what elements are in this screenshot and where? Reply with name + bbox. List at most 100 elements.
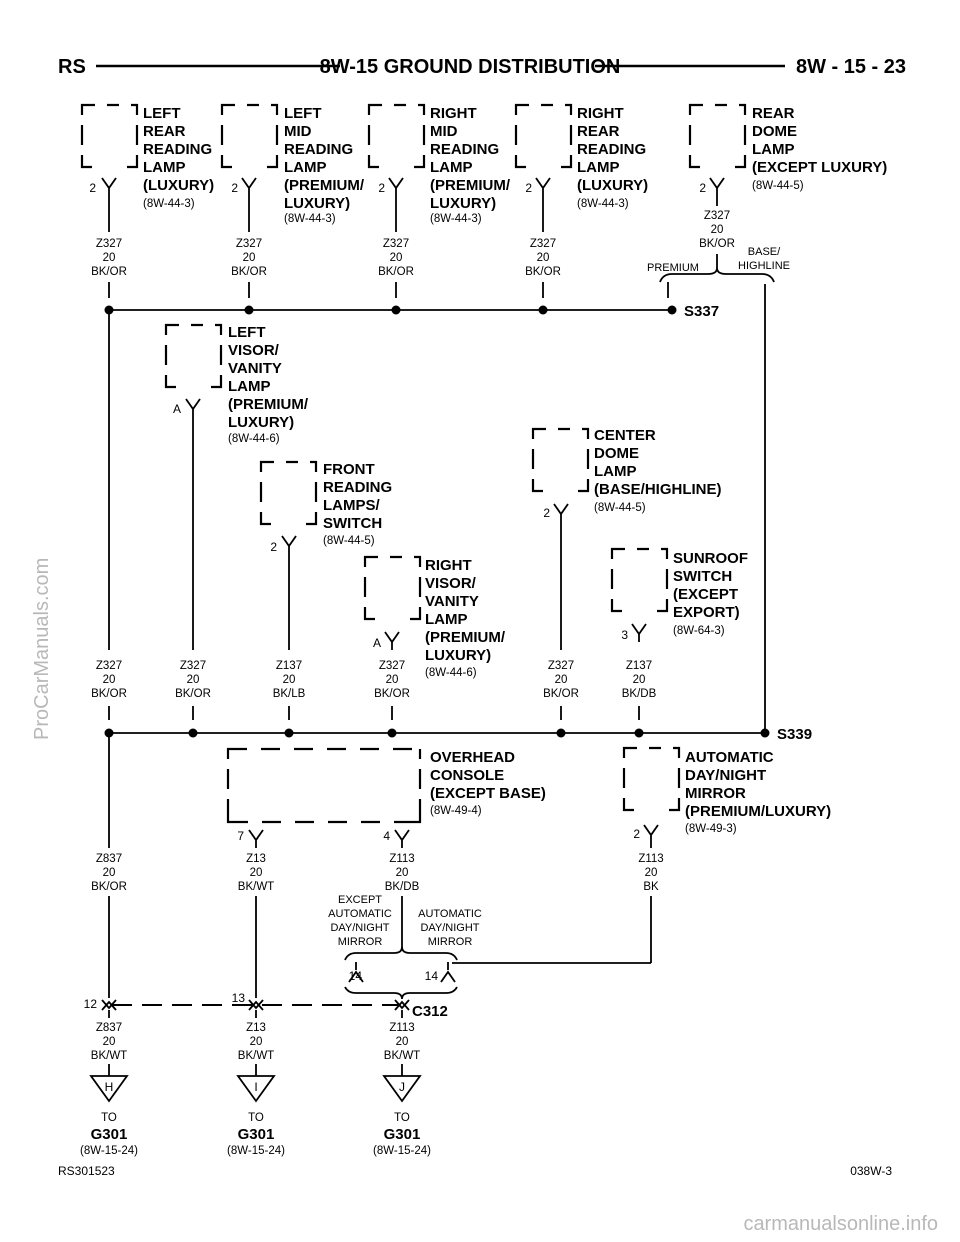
page-reference: (8W-44-5) (752, 180, 804, 192)
wire-label-w6: Z327 20 BK/OR (91, 660, 127, 700)
splice-dot (391, 305, 401, 315)
splice-dot (188, 728, 198, 738)
terminal-symbol (643, 824, 659, 843)
splice-dot (284, 728, 294, 738)
wire-gauge: 20 (243, 252, 256, 264)
component-label-line: (EXCEPT BASE) (430, 785, 546, 802)
page-reference: (8W-44-5) (323, 535, 375, 547)
wire-gauge: 20 (711, 224, 724, 236)
wire-label-w15: Z113 20 BK (638, 853, 663, 893)
wire-color: BK/OR (175, 688, 211, 700)
page-reference: (8W-15-24) (80, 1145, 138, 1157)
wire-gauge: 20 (187, 674, 200, 686)
wire-gauge: 20 (250, 1036, 263, 1048)
footer-right: 038W-3 (850, 1164, 892, 1178)
ground-triangle (236, 1075, 276, 1103)
option-label-base-highline: BASE/ (748, 246, 781, 258)
wire-gauge: 20 (283, 674, 296, 686)
component-label-line: LEFT (284, 105, 322, 122)
component-label-line: LEFT (228, 324, 266, 341)
component-label-line: LUXURY) (228, 414, 294, 431)
ground-to: TO (248, 1112, 264, 1124)
splice-dot (556, 728, 566, 738)
component-label-line: RIGHT (425, 557, 472, 574)
wire-gauge: 20 (103, 252, 116, 264)
ground-triangle (89, 1075, 129, 1103)
page-reference: (8W-64-3) (673, 625, 725, 637)
component-label-line: OVERHEAD (430, 749, 515, 766)
component-outline (622, 746, 681, 812)
pin-number: 2 (699, 181, 706, 195)
connector-pin-13 (248, 999, 264, 1011)
header-title: 8W-15 GROUND DISTRIBUTION (320, 56, 621, 78)
wire-color: BK/OR (543, 688, 579, 700)
wire-color: BK/LB (273, 688, 306, 700)
wire-gauge: 20 (396, 867, 409, 879)
splice-dot (104, 305, 114, 315)
connector-pin-number: 12 (84, 997, 98, 1011)
wire-code: Z137 (626, 660, 652, 672)
component-label-line: LAMP (430, 159, 473, 176)
page-reference: (8W-44-6) (228, 433, 280, 445)
side-watermark: ProCarManuals.com (31, 558, 53, 740)
terminal-symbol (553, 503, 569, 522)
wire-code: Z327 (383, 238, 409, 250)
component-label-line: LAMP (425, 611, 468, 628)
option-labels-mirror: EXCEPT AUTOMATIC DAY/NIGHT MIRROR AUTOMA… (328, 894, 482, 948)
connector-pin-14a (348, 962, 364, 983)
terminal-symbol (101, 177, 117, 196)
component-automatic-day-night-mirror: 2 AUTOMATIC DAY/NIGHT MIRROR (PREMIUM/LU… (622, 746, 831, 843)
splice-label: S339 (777, 726, 812, 743)
component-label-line: (LUXURY) (577, 177, 648, 194)
option-join-bracket (344, 986, 458, 1000)
ground-reference-h: H TO G301 (8W-15-24) (80, 1075, 138, 1157)
splice-dot (634, 728, 644, 738)
component-label-line: REAR (143, 123, 186, 140)
wire-label-w18: Z113 20 BK/WT (384, 1022, 420, 1062)
pin-number: A (373, 636, 381, 650)
component-center-dome-lamp: 2 CENTER DOME LAMP (BASE/HIGHLINE) (8W-4… (531, 427, 722, 522)
ground-triangle (382, 1075, 422, 1103)
component-front-reading-lamps-switch: 2 FRONT READING LAMPS/ SWITCH (8W-44-5) (259, 460, 392, 554)
wire-code: Z327 (96, 660, 122, 672)
component-label-line: AUTOMATIC (685, 749, 774, 766)
option-split-bracket (659, 267, 775, 283)
wire-code: Z837 (96, 853, 122, 865)
wire-color: BK/WT (384, 1050, 420, 1062)
component-outline (259, 460, 318, 526)
ground-to: TO (394, 1112, 410, 1124)
component-outline (226, 747, 422, 824)
wire-color: BK/OR (378, 266, 414, 278)
page-reference: (8W-44-3) (143, 198, 195, 210)
component-rear-dome-lamp: 2 REAR DOME LAMP (EXCEPT LUXURY) (8W-44-… (688, 103, 887, 196)
component-outline (610, 547, 669, 613)
wire-code: Z327 (704, 210, 730, 222)
wire-gauge: 20 (555, 674, 568, 686)
terminal-symbol (248, 829, 264, 848)
component-label-line: (EXCEPT (673, 586, 738, 603)
component-label-line: MIRROR (685, 785, 746, 802)
ground-name: G301 (238, 1126, 275, 1143)
component-label-line: MID (430, 123, 458, 140)
ground-reference-j: J TO G301 (8W-15-24) (373, 1075, 431, 1157)
pin-number: 2 (543, 506, 550, 520)
wire-code: Z113 (638, 853, 663, 865)
terminal-symbol (384, 631, 400, 650)
wire-code: Z327 (379, 660, 405, 672)
terminal-symbol (394, 829, 410, 848)
component-label-line: EXPORT) (673, 604, 740, 621)
wire-code: Z113 (389, 1022, 414, 1034)
header-left: RS (58, 56, 86, 78)
component-outline (367, 103, 426, 169)
bottom-watermark: carmanualsonline.info (743, 1213, 938, 1235)
connector-label: C312 (412, 1003, 448, 1020)
page-reference: (8W-44-3) (284, 213, 336, 225)
component-label-line: VANITY (425, 593, 479, 610)
component-label-line: SWITCH (673, 568, 732, 585)
terminal-symbol (185, 398, 201, 417)
ground-reference-i: I TO G301 (8W-15-24) (227, 1075, 285, 1157)
component-label-line: LAMP (752, 141, 795, 158)
pin-number: 2 (89, 181, 96, 195)
wire-label-w16: Z837 20 BK/WT (91, 1022, 127, 1062)
page-reference: (8W-49-4) (430, 805, 482, 817)
